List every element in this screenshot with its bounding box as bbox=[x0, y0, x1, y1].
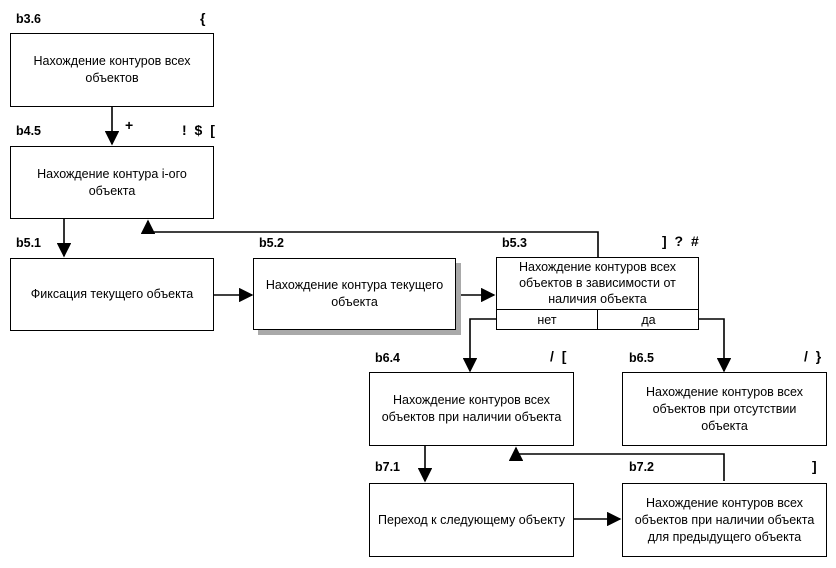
node-text-b72: Нахождение контуров всех объектов при на… bbox=[634, 495, 815, 544]
node-b71[interactable]: Переход к следующему объекту bbox=[369, 483, 574, 557]
node-b72[interactable]: Нахождение контуров всех объектов при на… bbox=[622, 483, 827, 557]
branch-no-cell: нет bbox=[497, 309, 598, 330]
branch-yes-cell: да bbox=[598, 309, 699, 330]
arrow-b53-yes-b65 bbox=[699, 318, 732, 373]
node-marker-b53: ] ? # bbox=[662, 233, 701, 249]
node-marker-b64: / [ bbox=[550, 348, 569, 364]
loop-b72-b64 bbox=[508, 446, 725, 481]
node-text-b45: Нахождение контура i-ого объекта bbox=[37, 166, 187, 198]
node-marker-b72: ] bbox=[812, 458, 819, 474]
node-text-b53: Нахождение контуров всех объектов в зави… bbox=[519, 260, 676, 306]
node-marker-b45: ! $ [ bbox=[182, 122, 217, 138]
node-b36[interactable]: Нахождение контуров всех объектов bbox=[10, 33, 214, 107]
node-b52[interactable]: Нахождение контура текущего объекта bbox=[253, 258, 456, 330]
node-marker-b65: / } bbox=[804, 348, 824, 364]
node-text-b64: Нахождение контуров всех объектов при на… bbox=[381, 393, 562, 424]
node-text-b52: Нахождение контура текущего объекта bbox=[265, 278, 444, 309]
node-id-b45: b4.5 bbox=[16, 124, 42, 138]
node-marker-left-b45: + bbox=[125, 117, 136, 133]
node-b51[interactable]: Фиксация текущего объекта bbox=[10, 258, 214, 331]
node-id-b64: b6.4 bbox=[375, 351, 401, 365]
node-b53[interactable]: Нахождение контуров всех объектов в зави… bbox=[496, 257, 699, 330]
node-id-b71: b7.1 bbox=[375, 460, 401, 474]
node-b64[interactable]: Нахождение контуров всех объектов при на… bbox=[369, 372, 574, 446]
loop-b53-b45 bbox=[140, 219, 599, 257]
node-text-b36: Нахождение контуров всех объектов bbox=[33, 54, 191, 85]
node-id-b51: b5.1 bbox=[16, 236, 42, 250]
node-id-b65: b6.5 bbox=[629, 351, 655, 365]
node-text-b65: Нахождение контуров всех объектов при от… bbox=[646, 384, 803, 433]
node-id-b52: b5.2 bbox=[259, 236, 285, 250]
node-id-b53: b5.3 bbox=[502, 236, 528, 250]
node-text-b71: Переход к следующему объекту bbox=[378, 512, 565, 527]
node-b65[interactable]: Нахождение контуров всех объектов при от… bbox=[622, 372, 827, 446]
node-id-b72: b7.2 bbox=[629, 460, 655, 474]
arrow-b53-no-b64 bbox=[462, 318, 496, 373]
node-marker-b36: { bbox=[200, 10, 208, 26]
node-text-b51: Фиксация текущего объекта bbox=[30, 287, 194, 301]
node-b45[interactable]: Нахождение контура i-ого объекта bbox=[10, 146, 214, 219]
node-id-b36: b3.6 bbox=[16, 12, 42, 26]
